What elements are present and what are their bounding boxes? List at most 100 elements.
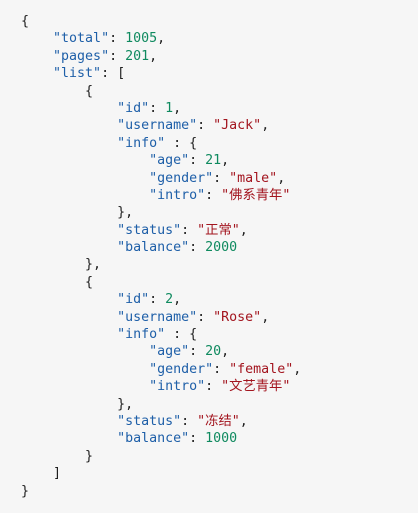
json-string: "佛系青年" — [221, 187, 291, 203]
json-punctuation: : — [205, 187, 222, 203]
json-key: "username" — [117, 118, 198, 134]
json-punctuation — [21, 223, 117, 238]
code-line: } — [21, 483, 301, 500]
json-punctuation: , — [239, 413, 248, 429]
json-number: 1 — [165, 100, 174, 116]
json-punctuation: } — [21, 448, 94, 464]
json-punctuation: , — [277, 170, 286, 186]
json-number: 201 — [125, 48, 150, 64]
code-line: "balance": 1000 — [21, 430, 301, 447]
json-punctuation: : — [149, 100, 166, 116]
json-punctuation: : — [181, 222, 198, 238]
code-line: } — [21, 448, 301, 465]
json-punctuation — [21, 240, 117, 255]
code-line: "age": 21, — [21, 152, 301, 169]
json-punctuation — [21, 362, 149, 377]
json-punctuation: }, — [21, 396, 134, 412]
json-punctuation — [21, 153, 149, 168]
code-line: "total": 1005, — [21, 30, 301, 47]
code-line: "id": 1, — [21, 100, 301, 117]
json-punctuation: , — [173, 292, 182, 308]
json-key: "balance" — [117, 240, 190, 256]
code-line: { — [21, 274, 301, 291]
json-string: "Jack" — [213, 118, 262, 134]
json-string: "female" — [229, 361, 294, 377]
json-punctuation: : — [205, 379, 222, 395]
json-punctuation: : — [189, 153, 206, 169]
json-punctuation — [21, 66, 53, 81]
code-line: }, — [21, 396, 301, 413]
json-punctuation — [21, 310, 117, 325]
json-key: "info" — [117, 327, 166, 343]
json-key: "gender" — [149, 170, 214, 186]
json-key: "status" — [117, 413, 182, 429]
code-line: "id": 2, — [21, 291, 301, 308]
code-line: "info" : { — [21, 135, 301, 152]
json-punctuation: : [ — [101, 66, 126, 82]
json-punctuation: , — [293, 361, 302, 377]
code-line: "gender": "male", — [21, 170, 301, 187]
json-punctuation: : — [213, 170, 230, 186]
code-line: "age": 20, — [21, 343, 301, 360]
json-punctuation — [21, 49, 53, 64]
json-key: "age" — [149, 153, 190, 169]
json-punctuation — [21, 101, 117, 116]
json-punctuation — [21, 379, 149, 394]
json-punctuation: ] — [21, 466, 62, 482]
json-punctuation: : — [213, 361, 230, 377]
json-punctuation — [21, 344, 149, 359]
json-punctuation: , — [221, 153, 230, 169]
json-punctuation: { — [21, 14, 30, 29]
json-punctuation: : — [189, 431, 206, 447]
json-punctuation: , — [239, 222, 248, 238]
json-key: "gender" — [149, 361, 214, 377]
json-punctuation: : — [181, 413, 198, 429]
json-number: 20 — [205, 344, 222, 360]
code-line: "list": [ — [21, 65, 301, 82]
json-punctuation: : { — [165, 135, 198, 151]
json-punctuation: }, — [21, 257, 102, 273]
json-punctuation: } — [21, 483, 30, 499]
code-line: "status": "正常", — [21, 222, 301, 239]
json-string: "正常" — [197, 222, 240, 238]
json-number: 2 — [165, 292, 174, 308]
json-key: "info" — [117, 135, 166, 151]
json-punctuation — [21, 327, 117, 342]
json-key: "intro" — [149, 187, 206, 203]
json-punctuation: { — [21, 83, 94, 99]
json-punctuation: : — [189, 344, 206, 360]
json-punctuation: : — [109, 48, 126, 64]
json-punctuation: : — [149, 292, 166, 308]
code-line: "status": "冻结", — [21, 413, 301, 430]
json-key: "balance" — [117, 431, 190, 447]
code-line: "username": "Jack", — [21, 117, 301, 134]
json-key: "list" — [53, 66, 102, 82]
json-string: "Rose" — [213, 309, 262, 325]
json-punctuation: , — [149, 48, 158, 64]
json-key: "total" — [53, 31, 110, 47]
json-string: "冻结" — [197, 413, 240, 429]
json-punctuation — [21, 431, 117, 446]
json-punctuation — [21, 31, 53, 46]
json-key: "intro" — [149, 379, 206, 395]
code-line: "intro": "文艺青年" — [21, 378, 301, 395]
json-punctuation: , — [221, 344, 230, 360]
code-line: ] — [21, 465, 301, 482]
json-string: "文艺青年" — [221, 379, 291, 395]
json-code-block: { "total": 1005, "pages": 201, "list": [… — [21, 13, 301, 500]
json-punctuation — [21, 292, 117, 307]
json-punctuation: : — [197, 118, 214, 134]
json-punctuation: , — [261, 118, 270, 134]
json-punctuation: : — [109, 31, 126, 47]
json-key: "status" — [117, 222, 182, 238]
json-number: 2000 — [205, 240, 238, 256]
json-number: 1005 — [125, 31, 158, 47]
json-punctuation: , — [261, 309, 270, 325]
json-key: "id" — [117, 292, 150, 308]
code-line: "pages": 201, — [21, 48, 301, 65]
json-number: 1000 — [205, 431, 238, 447]
json-key: "id" — [117, 100, 150, 116]
json-punctuation — [21, 136, 117, 151]
json-punctuation: : — [189, 240, 206, 256]
code-line: "info" : { — [21, 326, 301, 343]
